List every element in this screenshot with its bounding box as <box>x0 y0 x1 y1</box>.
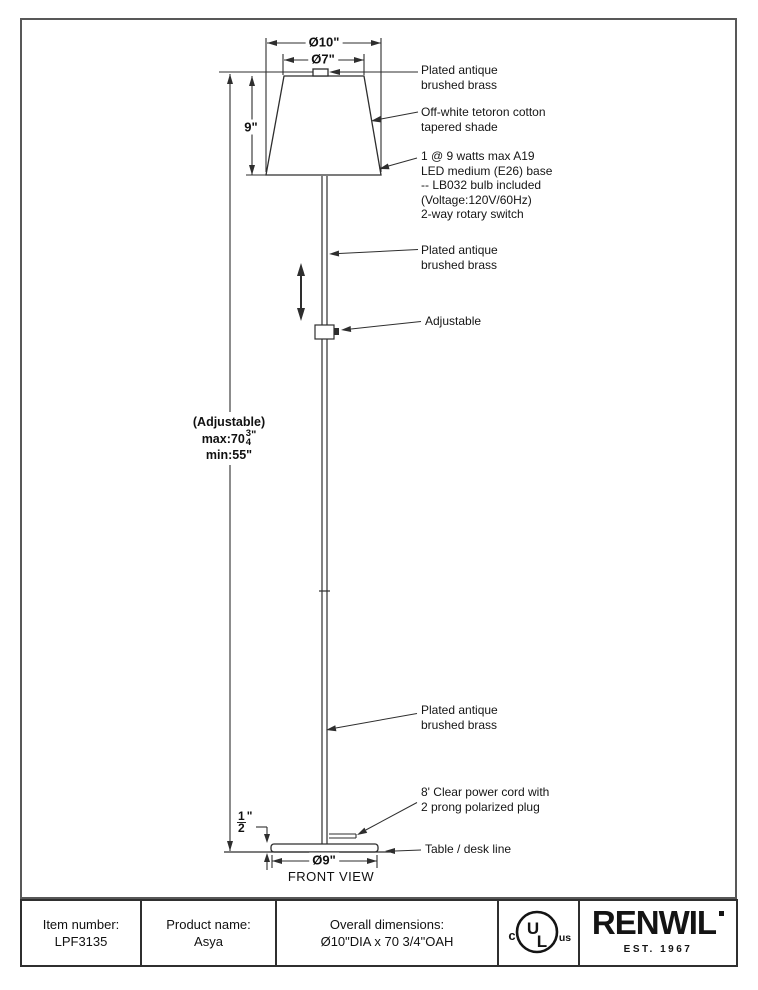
power-cord <box>329 833 357 839</box>
note-brass-mid: Plated antique brushed brass <box>421 243 498 272</box>
leader-arrowheads <box>326 116 395 854</box>
dimension-arrowheads <box>227 40 381 864</box>
svg-text:c: c <box>508 928 515 943</box>
note-brass-top: Plated antique brushed brass <box>421 63 498 92</box>
shade-neck <box>312 68 329 77</box>
overall-dimensions-label: Overall dimensions: <box>329 917 445 932</box>
note-shade-material: Off-white tetoron cotton tapered shade <box>421 105 546 134</box>
trademark-dot-icon <box>719 911 725 916</box>
svg-text:U: U <box>526 919 538 938</box>
adjustable-caption: (Adjustable) <box>192 415 266 429</box>
item-number-cell: Item number: LPF3135 <box>22 901 140 965</box>
svg-text:us: us <box>558 932 570 944</box>
lamp-base <box>270 843 379 853</box>
note-bulb-spec: 1 @ 9 watts max A19 LED medium (E26) bas… <box>421 149 553 221</box>
ul-listed-icon: U L c us <box>508 910 571 954</box>
note-adjustable: Adjustable <box>425 314 482 328</box>
dim-shade-height: 9" <box>241 119 261 135</box>
max-height: max:70 3 4 " <box>201 428 257 448</box>
note-table-line: Table / desk line <box>425 842 512 856</box>
item-number-value: LPF3135 <box>54 934 108 949</box>
overall-height-dimension: (Adjustable) max:70 3 4 " min:55" <box>187 412 271 465</box>
dim-base-diameter: Ø9" <box>309 852 339 868</box>
ul-certification-cell: U L c us <box>497 901 578 965</box>
page-border <box>20 18 737 899</box>
shade-outline <box>265 68 382 176</box>
view-label: FRONT VIEW <box>287 869 375 884</box>
dim-shade-top-diameter: Ø7" <box>308 51 338 67</box>
note-power-cord: 8' Clear power cord with 2 prong polariz… <box>421 785 550 814</box>
svg-text:L: L <box>536 932 546 951</box>
product-name-cell: Product name: Asya <box>140 901 275 965</box>
double-arrow-icon <box>297 263 305 321</box>
title-block: Item number: LPF3135 Product name: Asya … <box>20 899 738 967</box>
note-brass-low: Plated antique brushed brass <box>421 703 498 732</box>
overall-dimensions-value: Ø10"DIA x 70 3/4"OAH <box>320 934 454 949</box>
brand-logo: RENWIL <box>592 906 725 939</box>
joint-knob <box>334 328 339 335</box>
lamp-pole <box>314 176 339 844</box>
brand-cell: RENWIL EST. 1967 <box>578 901 736 965</box>
product-name-label: Product name: <box>166 917 251 932</box>
dim-shade-outer-diameter: Ø10" <box>305 34 343 50</box>
min-height: min:55" <box>205 448 253 462</box>
overall-dimensions-cell: Overall dimensions: Ø10"DIA x 70 3/4"OAH <box>275 901 497 965</box>
dim-base-thickness: 1 2 " <box>237 809 253 835</box>
product-name-value: Asya <box>194 934 223 949</box>
adjustable-joint <box>314 324 335 340</box>
brand-established: EST. 1967 <box>623 944 693 955</box>
leader-lines <box>335 111 422 852</box>
fraction-three-quarters: 3 4 <box>245 428 252 448</box>
fraction-one-half: 1 2 <box>237 809 246 835</box>
item-number-label: Item number: <box>42 917 120 932</box>
